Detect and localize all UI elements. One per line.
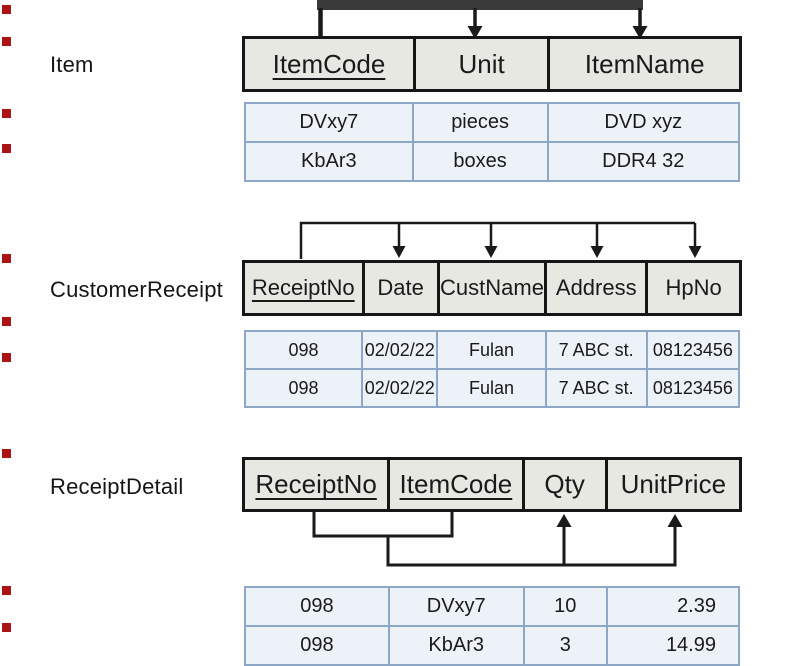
cell-receiptno: 098 (300, 595, 334, 617)
receipt-arrow-address-head (590, 246, 604, 258)
cell-hpno: 08123456 (645, 370, 738, 406)
cell-unit: boxes (411, 143, 547, 180)
cell-receiptno: 098 (300, 634, 334, 656)
cell-itemcode: DVxy7 (387, 588, 523, 625)
cell-receiptno: 098 (288, 377, 319, 398)
detail-arrow-qty-head (556, 514, 572, 527)
cell-date: 02/02/22 (361, 332, 436, 368)
table-label-customerreceipt: CustomerReceipt (50, 277, 223, 302)
column-header-unitprice: UnitPrice (604, 460, 739, 509)
table-row: 098 KbAr3 3 14.99 (246, 625, 738, 664)
column-header-receiptno: ReceiptNo (255, 469, 377, 499)
receipt-arrow-custname-head (484, 246, 498, 258)
table-row: 098 DVxy7 10 2.39 (246, 588, 738, 625)
table-label-item: Item (50, 52, 94, 77)
cell-address: 7 ABC st. (544, 332, 646, 368)
column-header-address: Address (544, 263, 645, 313)
table-row: KbAr3 boxes DDR4 32 (246, 141, 738, 180)
cell-itemname: DDR4 32 (546, 143, 738, 180)
item-dependency-bar (317, 0, 643, 10)
column-header-custname: CustName (436, 263, 545, 313)
cell-unit: pieces (411, 104, 547, 141)
receiptdetail-header-row: ReceiptNo ItemCode Qty UnitPrice (242, 457, 742, 512)
edge-marker (2, 449, 11, 458)
cell-custname: Fulan (436, 370, 544, 406)
cell-receiptno: 098 (288, 339, 319, 360)
cell-address: 7 ABC st. (544, 370, 646, 406)
column-header-receiptno: ReceiptNo (251, 275, 355, 300)
cell-itemcode: DVxy7 (299, 111, 359, 133)
cell-itemcode: KbAr3 (387, 627, 523, 664)
column-header-qty: Qty (521, 460, 605, 509)
column-header-itemname: ItemName (547, 39, 739, 89)
cell-custname: Fulan (436, 332, 544, 368)
edge-marker (2, 144, 11, 153)
cell-qty: 10 (522, 588, 606, 625)
receipt-arrow-date-head (392, 246, 406, 258)
cell-itemname: DVD xyz (546, 104, 738, 141)
item-arrow-itemname-head (632, 26, 648, 39)
table-label-receiptdetail: ReceiptDetail (50, 474, 184, 499)
detail-composite-key-bracket (312, 512, 454, 538)
detail-dependency-rail (386, 526, 677, 567)
edge-marker (2, 109, 11, 118)
column-header-unit: Unit (412, 39, 547, 89)
table-row: DVxy7 pieces DVD xyz (246, 104, 738, 141)
customerreceipt-data-table: 098 02/02/22 Fulan 7 ABC st. 08123456 09… (244, 330, 740, 408)
table-row: 098 02/02/22 Fulan 7 ABC st. 08123456 (246, 368, 738, 406)
cell-hpno: 08123456 (645, 332, 738, 368)
cell-qty: 3 (522, 627, 606, 664)
receipt-dependency-rail (299, 221, 695, 259)
edge-marker (2, 254, 11, 263)
edge-marker (2, 37, 11, 46)
column-header-hpno: HpNo (645, 263, 739, 313)
cell-unitprice: 14.99 (605, 627, 738, 664)
cell-itemcode: KbAr3 (301, 150, 357, 172)
item-arrow-unit-head (467, 26, 483, 39)
edge-marker (2, 623, 11, 632)
cell-unitprice: 2.39 (605, 588, 738, 625)
receipt-arrow-hpno-head (688, 246, 702, 258)
edge-marker (2, 5, 11, 14)
item-header-row: ItemCode Unit ItemName (242, 36, 742, 92)
column-header-itemcode: ItemCode (387, 460, 521, 509)
detail-arrow-unitprice-head (667, 514, 683, 527)
cell-date: 02/02/22 (361, 370, 436, 406)
edge-marker (2, 317, 11, 326)
edge-marker (2, 586, 11, 595)
table-row: 098 02/02/22 Fulan 7 ABC st. 08123456 (246, 332, 738, 368)
customerreceipt-header-row: ReceiptNo Date CustName Address HpNo (242, 260, 742, 316)
receiptdetail-data-table: 098 DVxy7 10 2.39 098 KbAr3 3 14.99 (244, 586, 740, 666)
column-header-date: Date (361, 263, 437, 313)
item-data-table: DVxy7 pieces DVD xyz KbAr3 boxes DDR4 32 (244, 102, 740, 182)
edge-marker (2, 353, 11, 362)
column-header-itemcode: ItemCode (272, 48, 386, 79)
